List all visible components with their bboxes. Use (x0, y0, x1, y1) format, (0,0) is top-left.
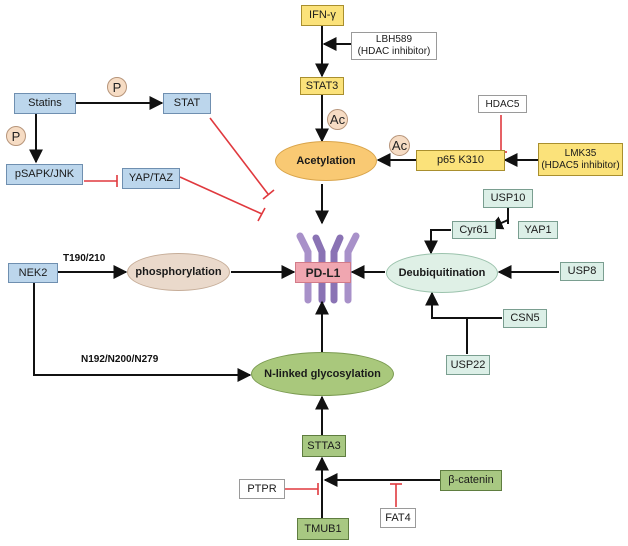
process-n-linked-glycosylation: N-linked glycosylation (251, 352, 394, 396)
node-yap-taz: YAP/TAZ (122, 168, 180, 189)
node-nek2: NEK2 (8, 263, 58, 283)
node-lmk35: LMK35 (HDAC5 inhibitor) (538, 143, 623, 176)
node-usp22: USP22 (446, 355, 490, 375)
acetyl-marker-stat3: Ac (327, 109, 348, 130)
pdl1-receptor-icon (296, 232, 360, 304)
node-stat3: STAT3 (300, 77, 344, 95)
node-ifn-gamma: IFN-γ (301, 5, 344, 26)
acetyl-marker-p65: Ac (389, 135, 410, 156)
node-statins: Statins (14, 93, 76, 114)
node-stta3: STTA3 (302, 435, 346, 457)
process-deubiquitination: Deubiquitination (386, 253, 498, 293)
node-pd-l1: PD-L1 (295, 262, 351, 283)
lbh589-subtitle: (HDAC inhibitor) (357, 46, 431, 57)
lmk35-name: LMK35 (564, 147, 597, 159)
lbh589-name: LBH589 (375, 34, 413, 45)
node-yap1: YAP1 (518, 221, 558, 239)
process-phosphorylation: phosphorylation (127, 253, 230, 291)
node-p65-k310: p65 K310 (416, 150, 505, 171)
lmk35-subtitle: (HDAC5 inhibitor) (541, 159, 620, 171)
node-lbh589: LBH589 (HDAC inhibitor) (351, 32, 437, 60)
node-cyr61: Cyr61 (452, 221, 496, 239)
edge-nek2-glycosylation (33, 282, 252, 382)
node-usp8: USP8 (560, 262, 604, 281)
node-fat4: FAT4 (380, 508, 416, 528)
node-beta-catenin: β-catenin (440, 470, 502, 491)
phospho-marker-statins-stat: P (107, 77, 127, 97)
node-psapk-jnk: pSAPK/JNK (6, 164, 83, 185)
label-n192-n200-n279: N192/N200/N279 (81, 354, 159, 365)
node-stat: STAT (163, 93, 211, 114)
process-acetylation: Acetylation (275, 141, 377, 181)
edge-yaptaz-inhibits-pdl1 (179, 176, 263, 215)
edge-csn5-deubiquitination (425, 291, 502, 319)
edge-cyr61-deubiquitination (424, 229, 451, 255)
node-csn5: CSN5 (503, 309, 547, 328)
node-tmub1: TMUB1 (297, 518, 349, 540)
node-ptpr: PTPR (239, 479, 285, 499)
phospho-marker-statins-psapk: P (6, 126, 26, 146)
node-hdac5: HDAC5 (478, 95, 527, 113)
label-t190-210: T190/210 (63, 253, 106, 264)
node-usp10: USP10 (483, 189, 533, 208)
edge-stat-inhibits-pdl1 (209, 117, 269, 195)
